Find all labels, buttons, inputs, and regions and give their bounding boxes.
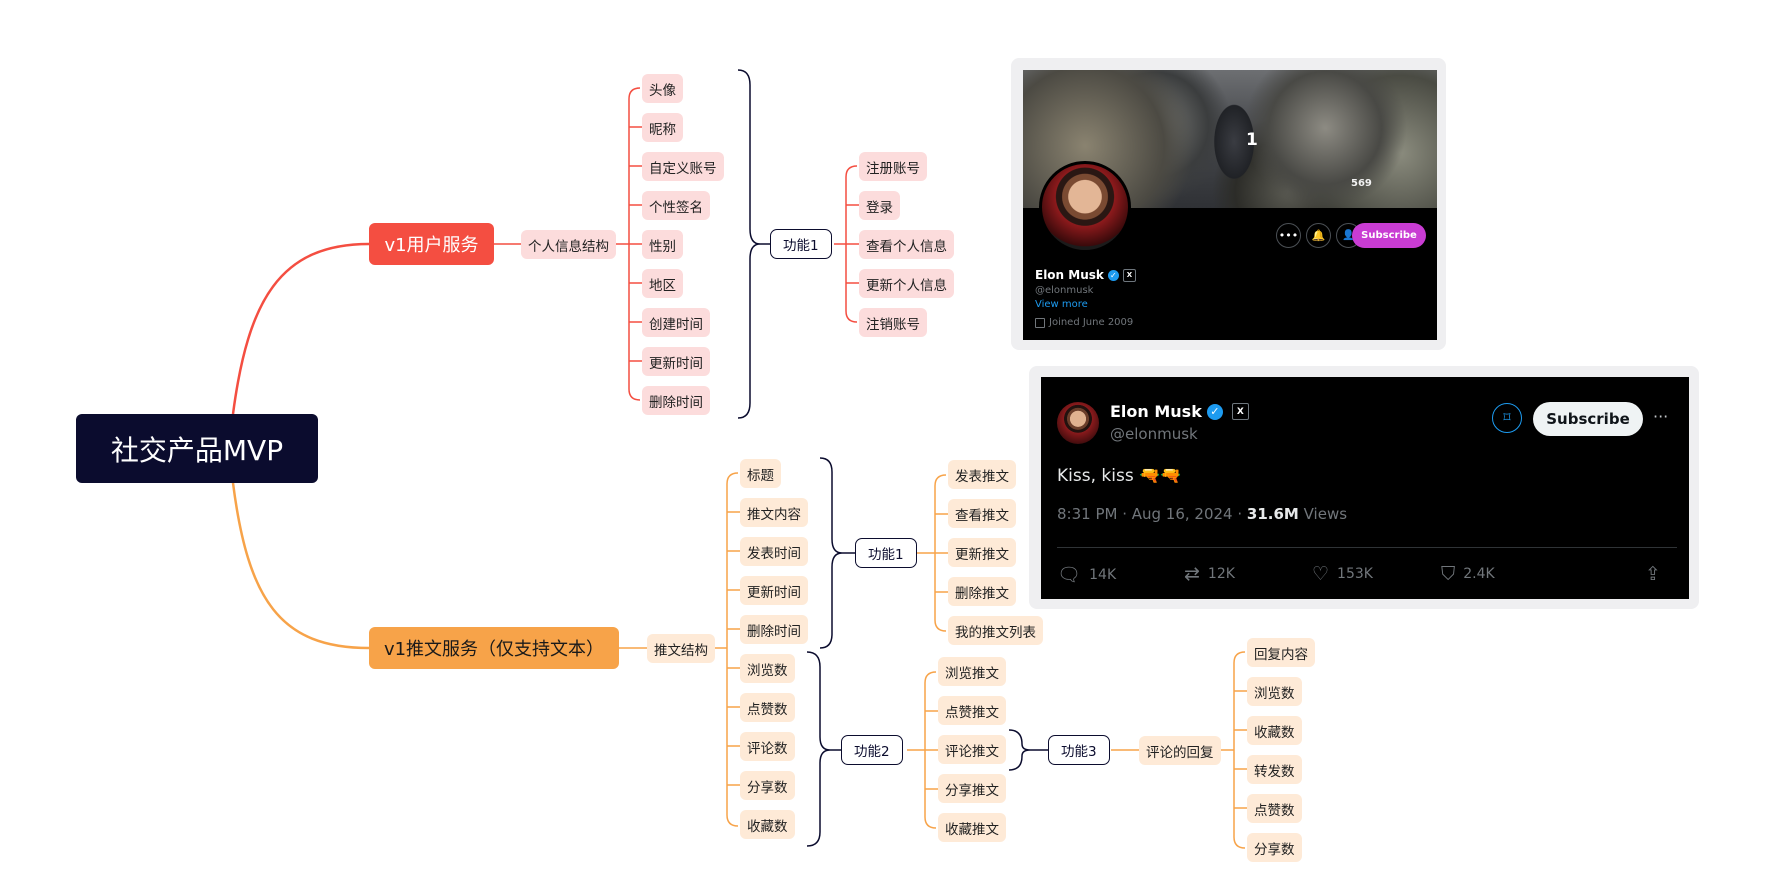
- field-node[interactable]: 昵称: [642, 113, 683, 142]
- engagement-feature-node[interactable]: 评论推文: [938, 735, 1006, 764]
- x-affiliate-icon: X: [1231, 403, 1249, 420]
- tweet-field-node[interactable]: 标题: [740, 459, 781, 488]
- profile-header: 1 569 ••• 🔔 👤 Subscribe Elon Musk ✓ X @e…: [1023, 70, 1437, 340]
- tweet-meta: 8:31 PM · Aug 16, 2024 · 31.6M Views: [1057, 505, 1347, 523]
- reply-button[interactable]: 🗨 14K: [1057, 563, 1116, 586]
- tweet-structure-node[interactable]: 推文结构: [647, 634, 715, 663]
- tweet-author-row: Elon Musk ✓ X: [1110, 402, 1249, 421]
- banner-number: 1: [1246, 130, 1258, 150]
- grok-icon[interactable]: ⌑: [1492, 403, 1522, 433]
- views-count: 31.6M: [1246, 505, 1299, 523]
- engagement-feature-node[interactable]: 点赞推文: [938, 696, 1006, 725]
- tweet-screenshot-card: Elon Musk ✓ X @elonmusk ⌑ Subscribe ··· …: [1029, 366, 1699, 609]
- tweet-text: Kiss, kiss 🔫🔫: [1057, 466, 1182, 486]
- tweet-feature-node[interactable]: 更新推文: [948, 538, 1016, 567]
- tweet-feature-node[interactable]: 删除推文: [948, 577, 1016, 606]
- tweet-feature-node[interactable]: 发表推文: [948, 460, 1016, 489]
- tweet-author-handle[interactable]: @elonmusk: [1110, 425, 1198, 443]
- feature-node[interactable]: 注销账号: [859, 308, 927, 337]
- share-icon: ⇪: [1645, 563, 1661, 585]
- engagement-feature-node[interactable]: 收藏推文: [938, 813, 1006, 842]
- tweet-timestamp[interactable]: 8:31 PM · Aug 16, 2024 ·: [1057, 505, 1247, 523]
- tweet-field-node[interactable]: 删除时间: [740, 615, 808, 644]
- tweet-field-node[interactable]: 评论数: [740, 732, 795, 761]
- banner-number: 569: [1351, 178, 1372, 189]
- tweet-field-node[interactable]: 点赞数: [740, 693, 795, 722]
- tweet-field-node[interactable]: 推文内容: [740, 498, 808, 527]
- feature-node[interactable]: 登录: [859, 191, 900, 220]
- field-node[interactable]: 地区: [642, 269, 683, 298]
- profile-screenshot-card: 1 569 ••• 🔔 👤 Subscribe Elon Musk ✓ X @e…: [1011, 58, 1446, 350]
- reply-icon: 🗨: [1057, 564, 1082, 586]
- tweet-field-node[interactable]: 分享数: [740, 771, 795, 800]
- engagement-feature-node[interactable]: 分享推文: [938, 774, 1006, 803]
- feature-node[interactable]: 查看个人信息: [859, 230, 954, 259]
- reply-field-node[interactable]: 浏览数: [1247, 677, 1302, 706]
- field-node[interactable]: 创建时间: [642, 308, 710, 337]
- verified-icon: ✓: [1206, 403, 1223, 420]
- joined-text: Joined June 2009: [1049, 317, 1134, 328]
- profile-name-row: Elon Musk ✓ X: [1035, 268, 1136, 282]
- view-more-link[interactable]: View more: [1035, 299, 1088, 310]
- engagement-feature-node[interactable]: 浏览推文: [938, 657, 1006, 686]
- user-service-node[interactable]: v1用户服务: [369, 223, 494, 265]
- reply-field-node[interactable]: 转发数: [1247, 755, 1302, 784]
- divider: [1057, 547, 1677, 548]
- root-node[interactable]: 社交产品MVP: [76, 414, 318, 483]
- field-node[interactable]: 性别: [642, 230, 683, 259]
- share-button[interactable]: ⇪: [1645, 563, 1661, 585]
- tweet-service-node[interactable]: v1推文服务（仅支持文本）: [369, 627, 619, 669]
- profile-name: Elon Musk: [1035, 268, 1104, 282]
- bookmark-icon: ⛉: [1441, 563, 1456, 585]
- feature-node[interactable]: 注册账号: [859, 152, 927, 181]
- notification-icon[interactable]: 🔔: [1306, 223, 1331, 248]
- profile-structure-node[interactable]: 个人信息结构: [521, 230, 616, 259]
- tweet-feature-node[interactable]: 查看推文: [948, 499, 1016, 528]
- field-node[interactable]: 删除时间: [642, 386, 710, 415]
- repost-count: 12K: [1207, 566, 1235, 582]
- heart-icon: ♡: [1312, 563, 1330, 585]
- tweet-feature-node[interactable]: 我的推文列表: [948, 616, 1043, 645]
- tweet-field-node[interactable]: 收藏数: [740, 810, 795, 839]
- more-icon[interactable]: •••: [1276, 223, 1301, 248]
- tweet-body: Elon Musk ✓ X @elonmusk ⌑ Subscribe ··· …: [1041, 377, 1689, 599]
- subscribe-button[interactable]: Subscribe: [1352, 223, 1426, 248]
- like-count: 153K: [1337, 566, 1373, 582]
- field-node[interactable]: 个性签名: [642, 191, 710, 220]
- views-label: Views: [1298, 505, 1348, 523]
- field-node[interactable]: 更新时间: [642, 347, 710, 376]
- comment-reply-node[interactable]: 评论的回复: [1139, 736, 1221, 765]
- user-function-1-node[interactable]: 功能1: [770, 229, 832, 259]
- reply-count: 14K: [1089, 566, 1117, 583]
- bookmark-button[interactable]: ⛉ 2.4K: [1441, 563, 1495, 585]
- joined-date: Joined June 2009: [1035, 317, 1133, 328]
- reply-field-node[interactable]: 分享数: [1247, 833, 1302, 862]
- tweet-function-3-node[interactable]: 功能3: [1048, 735, 1110, 765]
- repost-icon: ⇄: [1184, 563, 1200, 585]
- verified-icon: ✓: [1107, 269, 1119, 281]
- more-icon[interactable]: ···: [1653, 407, 1669, 426]
- tweet-author-name[interactable]: Elon Musk: [1110, 402, 1202, 421]
- repost-button[interactable]: ⇄ 12K: [1184, 563, 1235, 585]
- avatar[interactable]: [1057, 402, 1099, 444]
- profile-handle: @elonmusk: [1035, 285, 1094, 296]
- feature-node[interactable]: 更新个人信息: [859, 269, 954, 298]
- reply-field-node[interactable]: 点赞数: [1247, 794, 1302, 823]
- tweet-field-node[interactable]: 更新时间: [740, 576, 808, 605]
- tweet-function-1-node[interactable]: 功能1: [855, 538, 917, 568]
- subscribe-button[interactable]: Subscribe: [1533, 402, 1643, 436]
- tweet-function-2-node[interactable]: 功能2: [841, 735, 903, 765]
- calendar-icon: [1035, 317, 1045, 328]
- field-node[interactable]: 头像: [642, 74, 683, 103]
- field-node[interactable]: 自定义账号: [642, 152, 724, 181]
- bookmark-count: 2.4K: [1463, 566, 1495, 582]
- tweet-field-node[interactable]: 浏览数: [740, 654, 795, 683]
- x-affiliate-icon: X: [1122, 268, 1136, 282]
- reply-field-node[interactable]: 回复内容: [1247, 638, 1315, 667]
- avatar[interactable]: [1039, 161, 1131, 253]
- like-button[interactable]: ♡ 153K: [1312, 563, 1373, 585]
- reply-field-node[interactable]: 收藏数: [1247, 716, 1302, 745]
- tweet-field-node[interactable]: 发表时间: [740, 537, 808, 566]
